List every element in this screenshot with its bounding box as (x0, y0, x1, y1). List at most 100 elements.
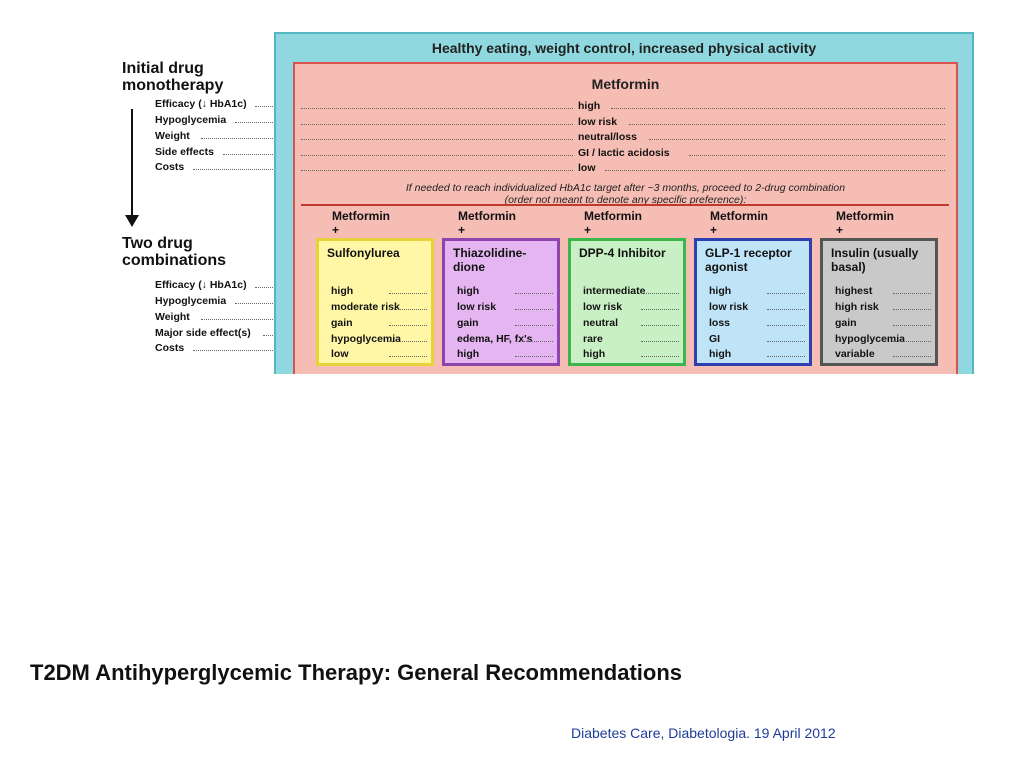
combination-value: high (709, 348, 732, 360)
slide-title: T2DM Antihyperglycemic Therapy: General … (30, 660, 683, 685)
combination-value: variable (835, 348, 875, 360)
metformin-costs: low (578, 162, 596, 174)
source-citation: Diabetes Care, Diabetologia. 19 April 20… (571, 725, 836, 741)
metformin-right-leader (629, 124, 945, 125)
combo-metformin-label: Metformin (458, 209, 516, 223)
mono-row-label: Weight (155, 130, 190, 142)
combination-value-leader (893, 293, 931, 294)
combination-value: high (457, 348, 480, 360)
combination-value: hypoglycemia (331, 333, 402, 345)
combination-value-leader (515, 356, 553, 357)
combination-value: low risk (583, 301, 623, 313)
combination-value: high (583, 348, 606, 360)
combination-value-leader (641, 341, 679, 342)
combination-value-leader (893, 341, 931, 342)
combination-value-leader (641, 293, 679, 294)
combination-drug-name: DPP-4 Inhibitor (579, 246, 666, 260)
metformin-left-leader (301, 108, 573, 109)
combo-plus-sign: + (710, 223, 718, 237)
mono-row-label: Side effects (155, 146, 214, 158)
metformin-right-leader (605, 170, 945, 171)
metformin-left-leader (301, 170, 573, 171)
combination-value-leader (893, 309, 931, 310)
combo-row-label: Hypoglycemia (155, 295, 227, 307)
combination-drug-name: Thiazolidine-dione (453, 246, 527, 274)
combo-row-label: Major side effect(s) (155, 327, 251, 339)
combination-drug-name: Sulfonylurea (327, 246, 400, 260)
combo-plus-sign: + (332, 223, 340, 237)
combination-value: gain (331, 317, 353, 329)
combo-row-leader (193, 350, 293, 351)
two-drug-heading: Two drug combinations (122, 235, 227, 269)
combination-value: high (457, 285, 480, 297)
combo-row-label: Costs (155, 342, 185, 354)
combination-value-leader (767, 309, 805, 310)
metformin-left-leader (301, 124, 573, 125)
mono-row-label: Efficacy (↓ HbA1c) (155, 98, 247, 110)
combination-value-leader (389, 356, 427, 357)
combo-plus-sign: + (458, 223, 466, 237)
metformin-left-leader (301, 155, 573, 156)
combo-row-label: Weight (155, 311, 190, 323)
combination-value: hypoglycemia (835, 333, 906, 345)
combo-row-label: Efficacy (↓ HbA1c) (155, 279, 247, 291)
combination-value: intermediate (583, 285, 646, 297)
metformin-right-leader (689, 155, 945, 156)
combination-value-leader (893, 356, 931, 357)
mono-row-leader (193, 169, 293, 170)
combo-row-leader (235, 303, 293, 304)
combo-metformin-label: Metformin (584, 209, 642, 223)
combination-value-leader (641, 325, 679, 326)
combination-value-leader (515, 309, 553, 310)
combination-value-leader (389, 341, 427, 342)
combination-value-leader (641, 309, 679, 310)
combo-metformin-label: Metformin (710, 209, 768, 223)
combination-note-line2: (order not meant to denote any specific … (504, 194, 747, 206)
metformin-right-leader (649, 139, 945, 140)
combination-value-leader (515, 341, 553, 342)
combination-value-leader (389, 309, 427, 310)
mono-row-label: Hypoglycemia (155, 114, 227, 126)
metformin-hypoglycemia: low risk (578, 116, 618, 128)
therapy-diagram: Initial drug monotherapy Two drug combin… (17, 22, 1018, 374)
combination-value-leader (641, 356, 679, 357)
metformin-title: Metformin (591, 76, 660, 92)
combination-drug-name: Insulin (usually basal) (831, 246, 919, 274)
combination-value: low (331, 348, 349, 360)
combination-value: high risk (835, 301, 879, 313)
mono-row-leader (201, 138, 293, 139)
combination-value: low risk (457, 301, 497, 313)
combo-metformin-label: Metformin (836, 209, 894, 223)
metformin-side-effects: GI / lactic acidosis (578, 147, 670, 159)
mono-row-leader (223, 154, 293, 155)
combination-value: gain (457, 317, 479, 329)
combo-row-leader (201, 319, 293, 320)
combo-plus-sign: + (836, 223, 844, 237)
combination-value: GI (709, 333, 721, 345)
metformin-right-leader (611, 108, 945, 109)
combination-value: edema, HF, fx's (457, 333, 533, 345)
combo-plus-sign: + (584, 223, 592, 237)
combination-value-leader (389, 325, 427, 326)
initial-monotherapy-heading: Initial drug monotherapy (122, 60, 224, 94)
mono-row-leader (235, 122, 293, 123)
combination-value-leader (515, 293, 553, 294)
progression-arrow-head (125, 215, 139, 227)
metformin-weight: neutral/loss (578, 131, 637, 143)
metformin-efficacy: high (578, 100, 601, 112)
combination-value: moderate risk (331, 301, 400, 313)
combination-value: gain (835, 317, 857, 329)
combination-value: low risk (709, 301, 749, 313)
combination-value: high (331, 285, 354, 297)
combination-value-leader (767, 356, 805, 357)
metformin-left-leader (301, 139, 573, 140)
combination-value: rare (583, 333, 603, 345)
lifestyle-banner: Healthy eating, weight control, increase… (431, 40, 817, 56)
combination-box: Thiazolidine-dione high low risk gain edema,… (442, 238, 560, 366)
progression-arrow-shaft (131, 109, 133, 217)
combination-value: loss (709, 317, 731, 329)
combination-value: high (709, 285, 732, 297)
combination-value: neutral (583, 317, 619, 329)
